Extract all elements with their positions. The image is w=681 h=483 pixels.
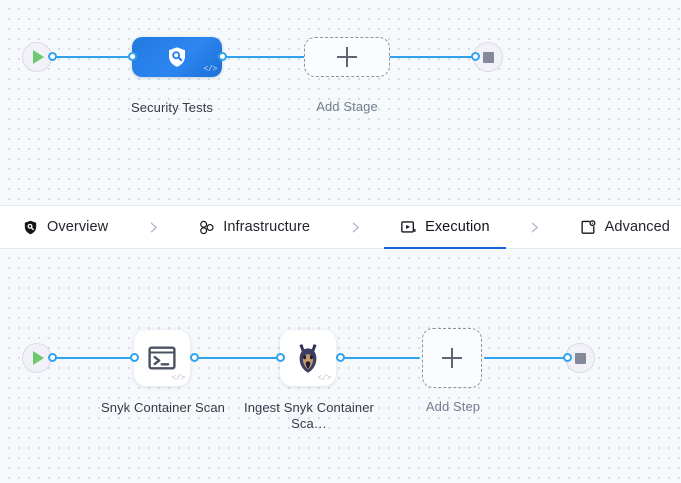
stage-node-security-tests[interactable]: </>: [132, 37, 222, 77]
add-step-button[interactable]: [422, 328, 482, 388]
plus-icon: [442, 348, 462, 368]
step-edge-3: [336, 357, 420, 359]
play-icon: [33, 50, 44, 64]
tab-separator-1: [138, 221, 168, 234]
play-box-icon: [401, 220, 416, 233]
cluster-icon: [200, 220, 214, 234]
stage-node-label: Security Tests: [130, 100, 214, 115]
tab-execution[interactable]: Execution: [384, 205, 506, 250]
stage-canvas[interactable]: </> Security Tests Add Stage: [0, 0, 681, 205]
tab-overview[interactable]: Overview: [20, 205, 110, 249]
play-icon: [33, 351, 44, 365]
stop-icon: [574, 352, 586, 364]
stage-code-badge[interactable]: </>: [203, 65, 217, 74]
add-step-label: Add Step: [425, 399, 481, 414]
pipeline-start-connector[interactable]: [48, 52, 57, 61]
step-2-in-connector[interactable]: [276, 353, 285, 362]
chevron-right-icon: [352, 222, 359, 232]
step-node-snyk-container-scan[interactable]: </>: [134, 330, 190, 386]
step-edge-4: [484, 357, 572, 359]
step-edge-1: [50, 357, 134, 359]
step-edge-2: [190, 357, 280, 359]
add-stage-label: Add Stage: [316, 99, 378, 114]
step-1-label: Snyk Container Scan: [100, 400, 226, 415]
stage-edge-3: [382, 56, 480, 58]
pipeline-start-node[interactable]: [22, 42, 52, 72]
execution-start-connector[interactable]: [48, 353, 57, 362]
terminal-icon: [148, 346, 176, 370]
tab-separator-2: [340, 221, 370, 234]
stage-node-out-connector[interactable]: [218, 52, 227, 61]
step-2-code-badge[interactable]: </>: [317, 374, 331, 383]
step-1-in-connector[interactable]: [130, 353, 139, 362]
stage-node-in-connector[interactable]: [128, 52, 137, 61]
tab-infrastructure[interactable]: Infrastructure: [196, 205, 312, 249]
execution-canvas[interactable]: </> Snyk Container Scan </> Ingest Snyk …: [0, 249, 681, 483]
add-stage-button[interactable]: [304, 37, 390, 77]
tab-infrastructure-label: Infrastructure: [223, 219, 311, 235]
tab-advanced-label: Advanced: [604, 219, 670, 235]
step-2-out-connector[interactable]: [336, 353, 345, 362]
stop-icon: [482, 51, 494, 63]
tab-execution-label: Execution: [425, 219, 490, 235]
step-1-out-connector[interactable]: [190, 353, 199, 362]
plus-icon: [337, 47, 357, 67]
shield-icon: [24, 220, 37, 234]
snyk-dog-icon: [299, 344, 317, 373]
stage-edge-1: [50, 56, 142, 58]
stage-edge-2: [218, 56, 314, 58]
pipeline-end-connector[interactable]: [471, 52, 480, 61]
section-tab-bar: Overview Infrastructure: [0, 205, 681, 250]
tab-separator-3: [520, 221, 550, 234]
execution-end-connector[interactable]: [563, 353, 572, 362]
chevron-right-icon: [150, 222, 157, 232]
chevron-right-icon: [531, 222, 538, 232]
step-1-code-badge[interactable]: </>: [171, 374, 185, 383]
tab-overview-label: Overview: [47, 219, 109, 235]
shield-search-icon: [169, 47, 185, 67]
tab-advanced[interactable]: Advanced: [578, 205, 672, 249]
step-node-ingest-snyk-container-scan[interactable]: </>: [280, 330, 336, 386]
box-gear-icon: [581, 219, 596, 234]
execution-start-node[interactable]: [22, 343, 52, 373]
step-2-label: Ingest Snyk Container Sca…: [243, 400, 374, 431]
